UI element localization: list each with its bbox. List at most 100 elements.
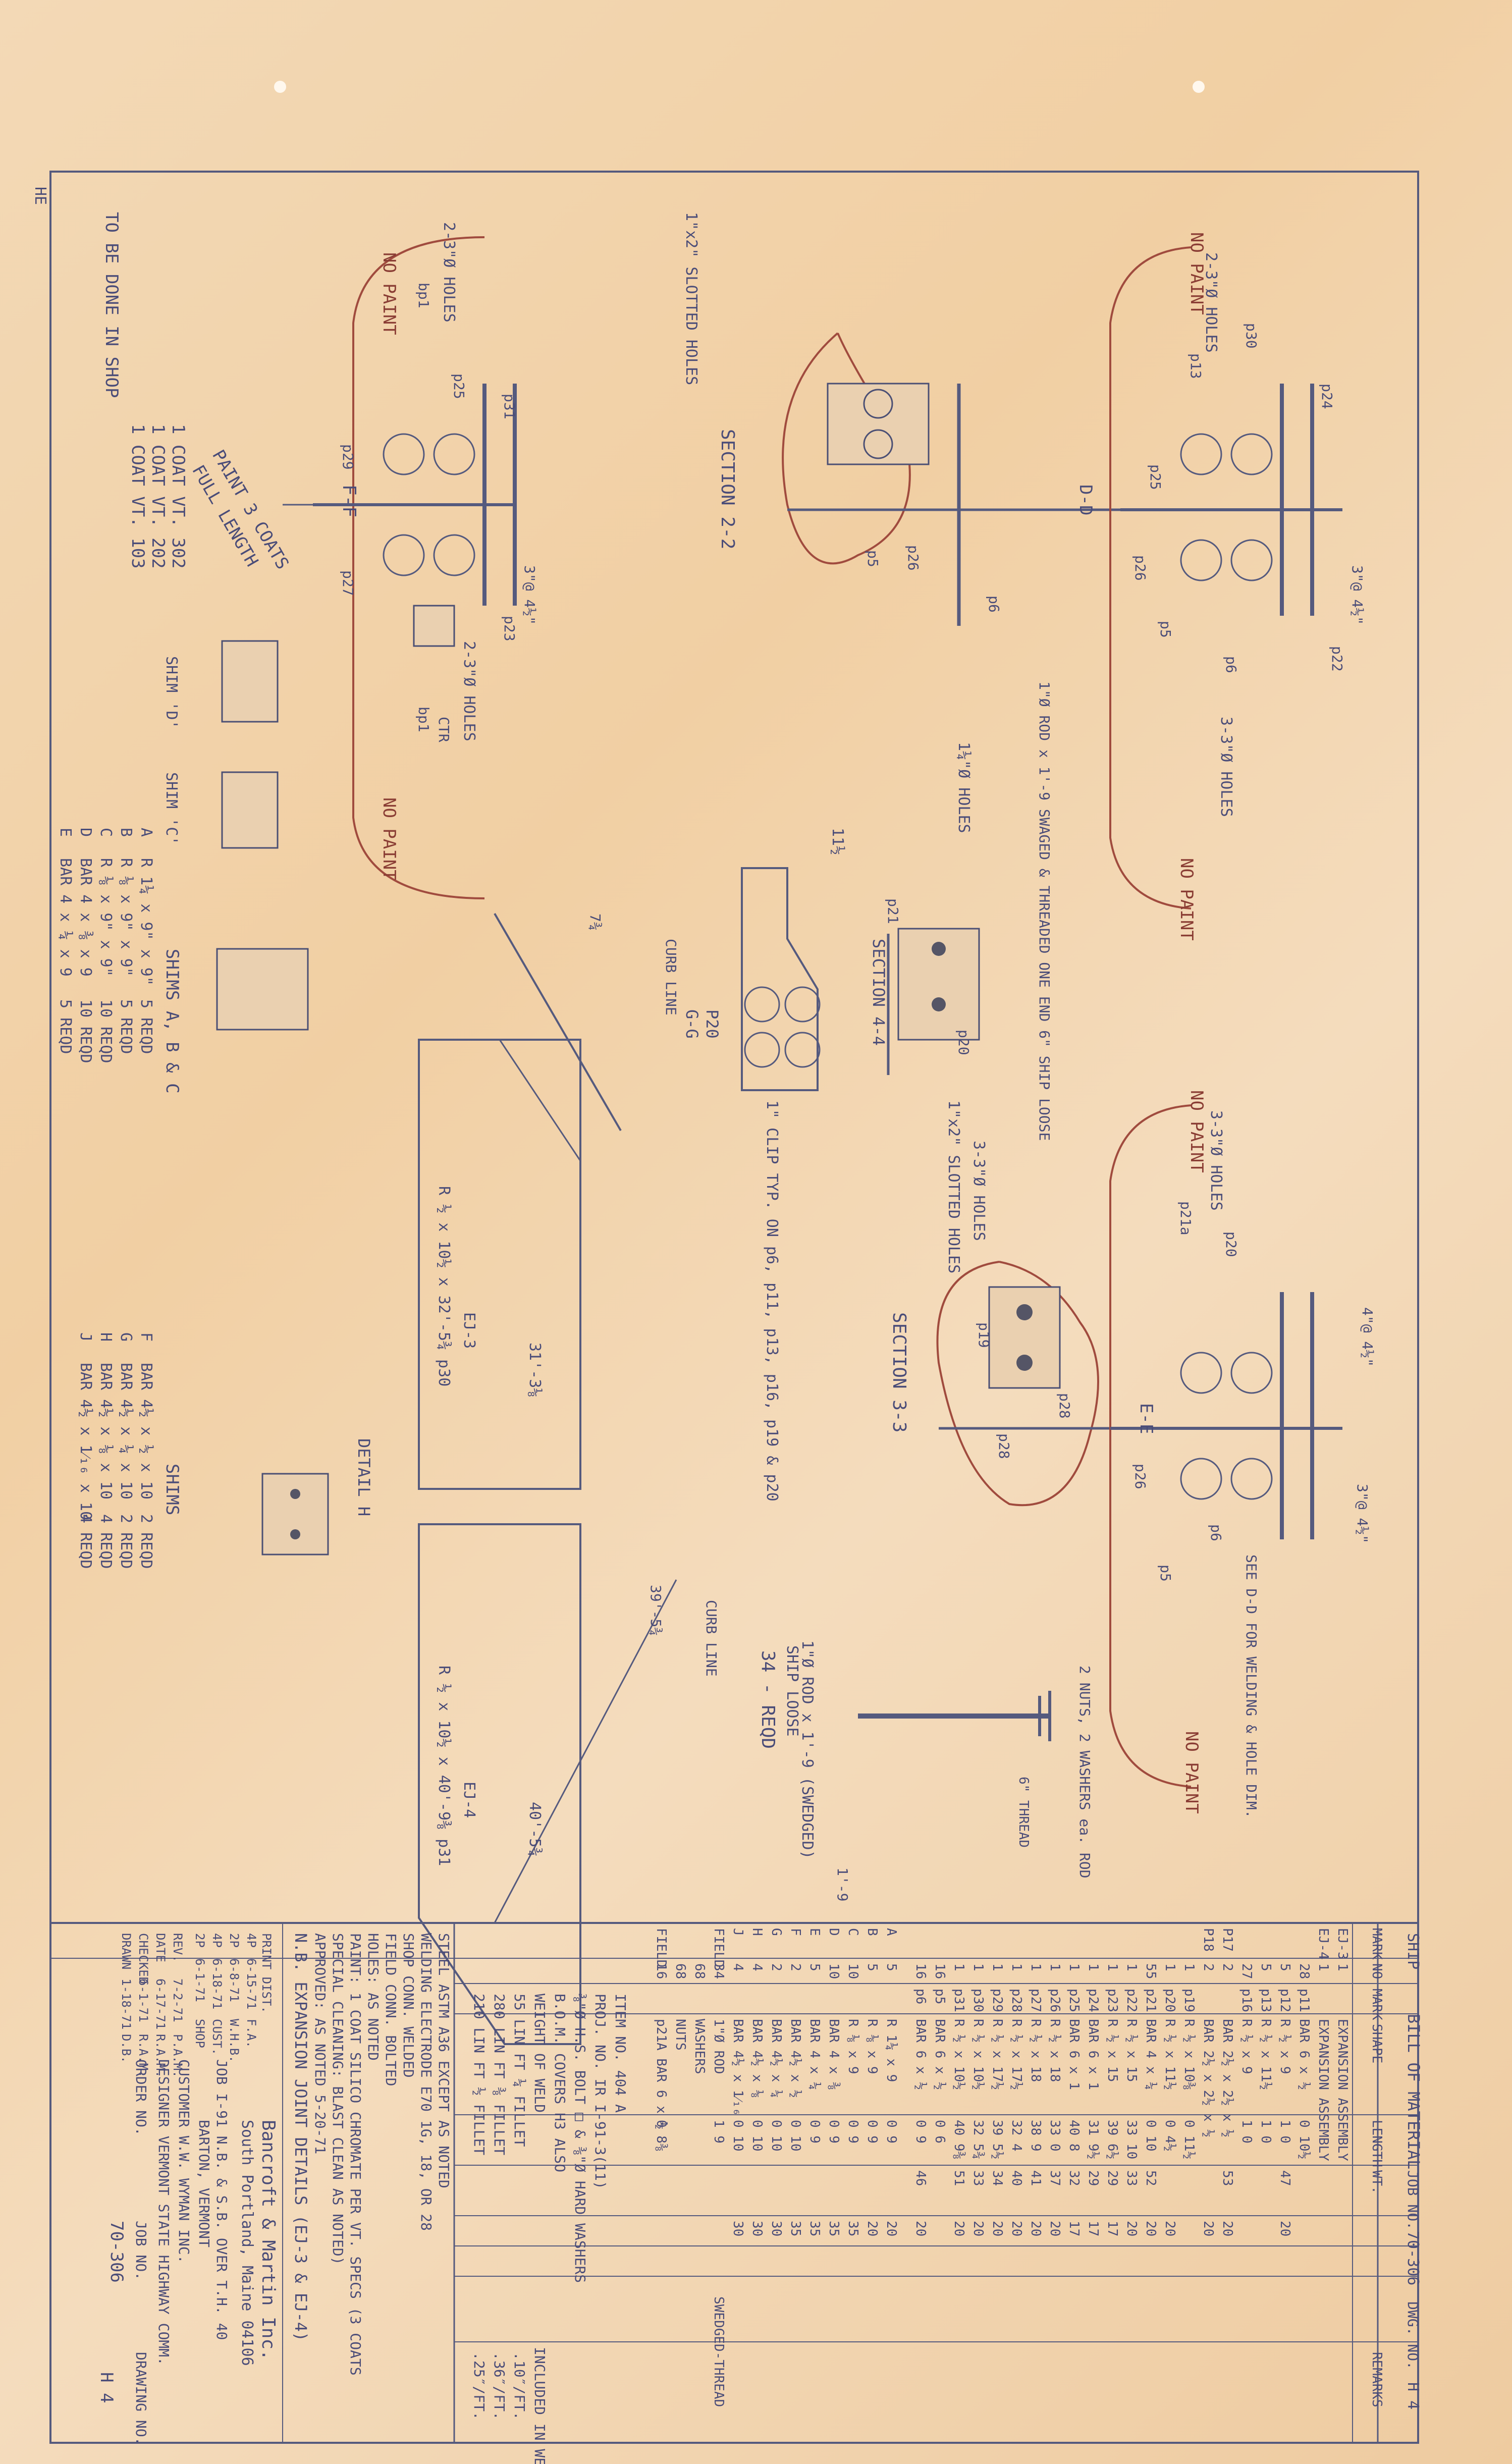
print-by: F.A. <box>244 2019 258 2048</box>
drawing-label: Bancroft & Martin Inc. <box>258 2120 279 2361</box>
bolt-hole <box>433 534 475 576</box>
shim-sketches: SHIM 'D' SHIM 'C' <box>163 640 309 1031</box>
bom-row-no: 16 <box>932 1963 947 1979</box>
bom-shim-mark: E <box>807 1928 822 1936</box>
bom-row-piece: p26 <box>1047 1989 1062 2012</box>
bom-row-remarks: 17 <box>1105 2221 1120 2236</box>
bom-row-length: 0 10½ <box>1297 2120 1312 2159</box>
bom-field-no: 16 <box>654 1963 669 1979</box>
drawing-label: MARK <box>1369 1989 1384 2020</box>
drawing-label: R ½ x 10½ x 32'-5¾ p30 <box>435 1186 453 1386</box>
bom-shim-mark: C <box>845 1928 860 1936</box>
bom-row-shape: BAR 4 x ¼ <box>1143 2019 1158 2090</box>
bom-row-remarks: 20 <box>1047 2221 1062 2236</box>
dimension-label: p22 <box>1329 646 1345 672</box>
bom-shim-length: 0 9 <box>865 2120 880 2144</box>
drawing-label: BAR 4½ x ½ x 10 <box>137 1363 155 1499</box>
drawing-line <box>494 1579 677 1923</box>
bom-row-no: 2 <box>1220 1963 1235 1971</box>
bolt-hole <box>433 433 475 475</box>
drawing-label: G <box>117 1332 135 1342</box>
bom-row-weight: 47 <box>1277 2170 1292 2186</box>
bom-row-remarks: 20 <box>1277 2221 1292 2236</box>
bom-row-shape: BAR 6 x ½ <box>1297 2019 1312 2090</box>
bom-row-mark: EJ-4 <box>1316 1928 1331 1960</box>
bom-row-no: 1 <box>970 1963 986 1971</box>
bom-row-length: 0 6 <box>932 2120 947 2144</box>
drawing-label: ITEM NO. 404 A <box>612 1994 629 2113</box>
bom-row-no: 5 <box>1258 1963 1273 1971</box>
drawing-label: 2 NUTS, 2 WASHERS ea. ROD <box>1076 1666 1093 1878</box>
bom-shim-shape: R ⅛ x 9 <box>865 2019 880 2074</box>
drawing-label: LENGTH <box>1369 2120 1384 2167</box>
print-date: 6-8-71 <box>227 1958 241 2002</box>
drawing-label: 1"Ø ROD x 1'-9 SWAGED & THREADED ONE END… <box>1036 681 1053 1141</box>
drawing-label: R ⅛ x 9" x 9" <box>97 858 115 977</box>
print-no: 4P <box>244 1933 258 1948</box>
bom-row-shape: R ½ x 11½ <box>1258 2019 1273 2090</box>
bom-row-piece: p6 <box>913 1989 928 2004</box>
paint-note: TO BE DONE IN SHOP <box>101 212 122 398</box>
drawing-label: JOB NO. <box>133 2221 149 2280</box>
bom-row-remarks: 20 <box>913 2221 928 2236</box>
drawing-label: JOB I-91 N.B. & S.B. OVER T.H. 40 <box>213 2059 230 2340</box>
bom-row-remarks: 20 <box>1220 2221 1235 2236</box>
drawing-label: 3-3"Ø HOLES <box>1207 1110 1225 1211</box>
bom-row-length: 1 0 <box>1258 2120 1273 2144</box>
bom-row-piece: p12 <box>1277 1989 1292 2012</box>
bom-shim-length: 0 9 <box>845 2120 860 2144</box>
drawing-label: .36″/FT. <box>491 2352 508 2420</box>
print-by: W.H.B. <box>227 2019 241 2063</box>
bom-row-length: 1 0 <box>1277 2120 1292 2144</box>
drawing-label: PRINT DIST. <box>259 1933 274 2013</box>
section-22: SECTION 2-2 1"x2" SLOTTED HOLES D-D 1¼"Ø… <box>682 212 1120 1141</box>
print-date: 6-15-71 <box>244 1958 258 2009</box>
dimension-label: p23 <box>501 616 518 641</box>
bom-row-no: 16 <box>913 1963 928 1979</box>
bom-row-piece: p16 <box>1239 1989 1254 2012</box>
drawing-label: South Portland, Maine 04106 <box>238 2120 256 2366</box>
drawing-label: R ⅛ x 9" x 9" <box>117 858 135 977</box>
dimension-label: 3"@ 4½" <box>1354 1484 1371 1543</box>
bom-row-shape: R ½ x 18 <box>1028 2019 1043 2082</box>
dimension-label: p31 <box>501 394 518 419</box>
bom-shim-remarks: 35 <box>788 2221 803 2236</box>
dimension-label: p30 <box>1243 323 1260 349</box>
bom-row-piece: p30 <box>970 1989 986 2012</box>
bom-row-remarks: 20 <box>1009 2221 1024 2236</box>
drawing-label: DWG. NO. <box>1405 2301 1421 2370</box>
drawing-label: SECTION 4-4 <box>869 939 888 1046</box>
drawing-label: SHOP CONN. WELDED <box>400 1933 417 2078</box>
dimension-label: p25 <box>1147 464 1164 490</box>
drawing-label: B.O.M. COVERS H3 ALSO <box>552 1994 568 2172</box>
bom-row-shape: BAR 6 x ½ <box>932 2019 947 2090</box>
rev-date: 6-1-71 <box>136 1978 150 2022</box>
bolt-hole <box>784 986 821 1023</box>
bom-row-weight: 51 <box>951 2170 966 2186</box>
bom-shim-no: 2 <box>788 1963 803 1971</box>
bom-row-remarks: 20 <box>1124 2221 1139 2236</box>
drawing-label: NO PAINT <box>379 797 399 880</box>
shims-table-a: SHIMS A, B & C A R 1¼ x 9" x 9" 5 REQD B… <box>57 828 182 1094</box>
drawing-label: 1" CLIP TYP. ON p6, p11, p13, p16, p19 &… <box>763 1100 781 1502</box>
dimension-label: p5 <box>865 550 881 567</box>
section-33: SECTION 3-3 1"x2" SLOTTED HOLES 3-3"Ø HO… <box>889 1100 1125 1507</box>
drawing-label: 40'-5¾ <box>526 1802 544 1856</box>
dimension-label: p28 <box>1056 1393 1073 1419</box>
bom-shim-shape: R ⅛ x 9 <box>845 2019 860 2074</box>
drawing-line <box>352 236 485 899</box>
dimension-label: p5 <box>1157 621 1174 638</box>
drawing-label: DETAIL H <box>354 1438 373 1516</box>
bom-row-no: 28 <box>1297 1963 1312 1979</box>
coat-3: 1 COAT VT. 302 <box>168 424 188 569</box>
bom-row-no: 27 <box>1239 1963 1254 1979</box>
bolt-hole <box>290 1529 300 1539</box>
drawing-label: 1'-9 <box>834 1867 851 1901</box>
drawing-label: DRAWING NO. <box>133 2352 149 2445</box>
bom-row-remarks: 20 <box>951 2221 966 2236</box>
bom-row-shape: BAR 6 x ½ <box>913 2019 928 2090</box>
drawing-label: PROJ. NO. IR I-91-3(11) <box>592 1994 609 2189</box>
drawing-label: NO PAINT <box>1186 232 1207 315</box>
drawing-label: APPROVED: AS NOTED 5-20-71 <box>312 1933 329 2154</box>
drawing-label: 10 REQD <box>97 999 115 1063</box>
